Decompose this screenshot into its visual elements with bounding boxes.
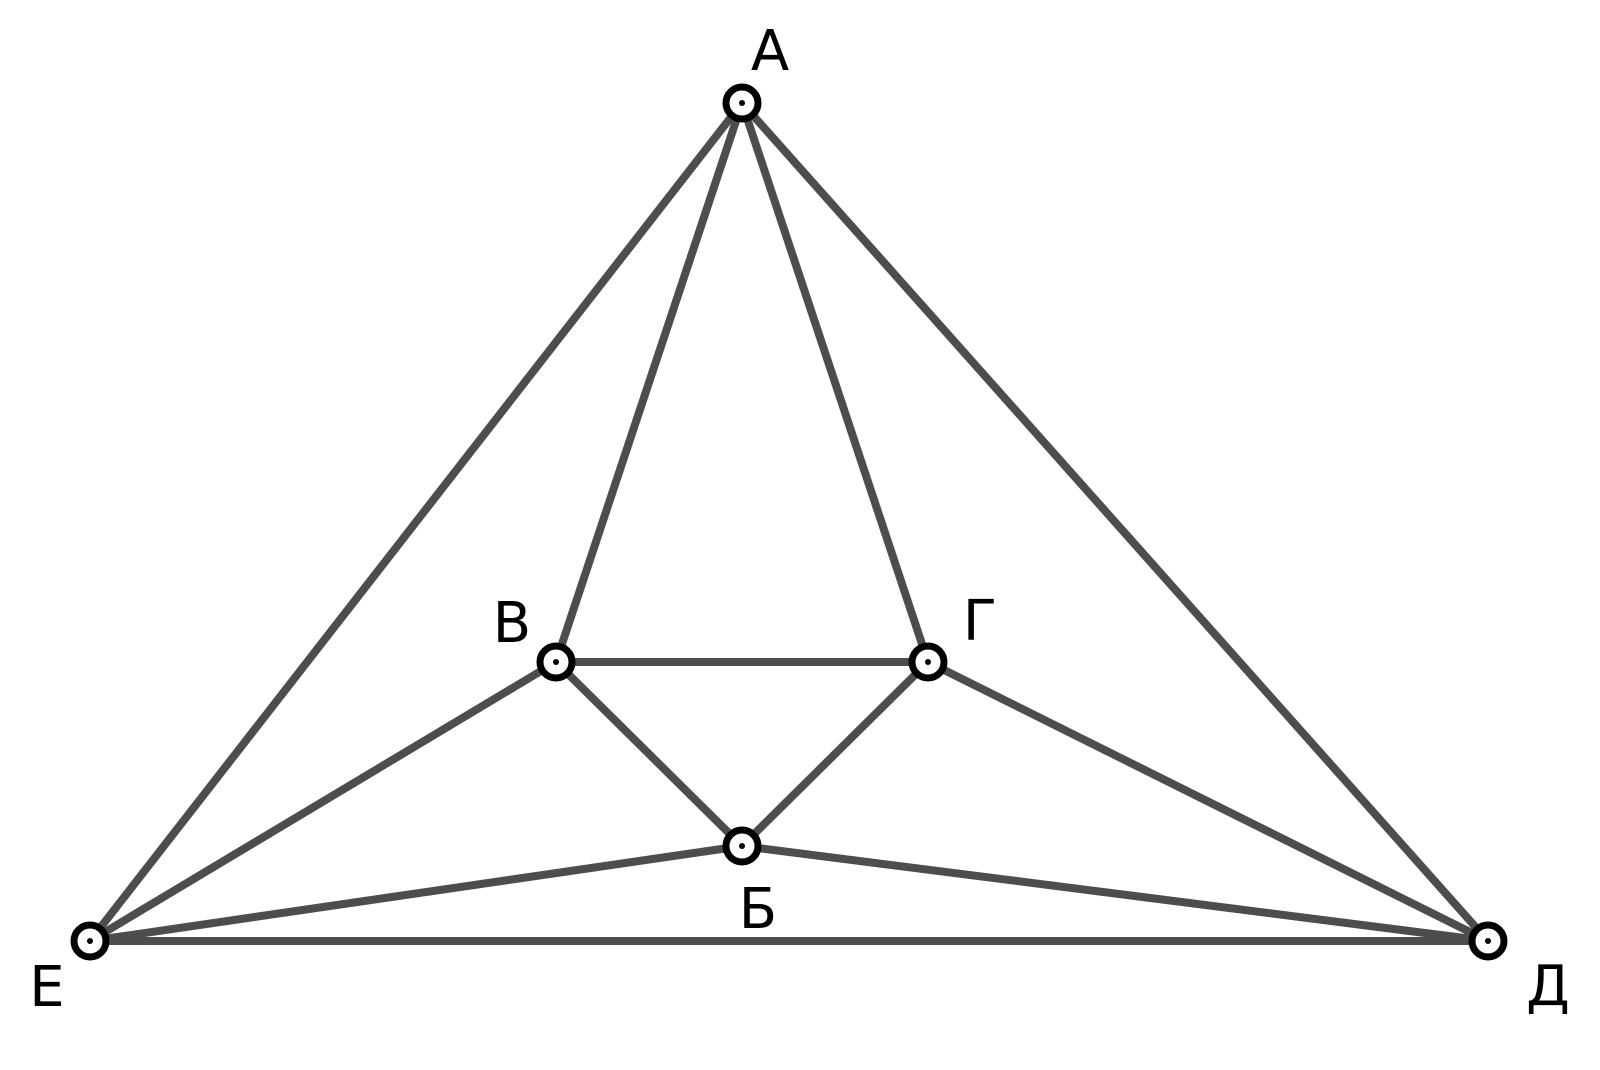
edge-a-d: [738, 99, 1492, 945]
vertex-a: [722, 83, 762, 123]
edge-v-e: [86, 658, 560, 945]
vertices-layer: [70, 83, 1508, 961]
vertex-v: [536, 642, 576, 682]
vertex-g: [908, 642, 948, 682]
vertex-center-dot: [739, 100, 745, 106]
edges-layer: [86, 99, 1492, 945]
labels-layer: А Б В Г Д Е: [29, 19, 1570, 1020]
vertex-label-e: Е: [29, 955, 64, 1020]
edge-a-g: [738, 99, 932, 666]
vertex-b: [722, 826, 762, 866]
vertex-center-dot: [925, 659, 931, 665]
vertex-d: [1468, 921, 1508, 961]
vertex-center-dot: [739, 843, 745, 849]
vertex-label-d: Д: [1526, 954, 1570, 1019]
vertex-label-v: В: [493, 591, 531, 656]
vertex-center-dot: [87, 938, 93, 944]
vertex-label-g: Г: [963, 589, 997, 654]
vertex-label-a: А: [751, 19, 789, 84]
vertex-label-b: Б: [739, 877, 777, 942]
vertex-e: [70, 921, 110, 961]
edge-g-d: [924, 658, 1492, 945]
edge-a-v: [552, 99, 746, 666]
edge-a-e: [86, 99, 746, 945]
edge-v-b: [552, 658, 746, 850]
edge-b-d: [738, 842, 1492, 945]
vertex-center-dot: [553, 659, 559, 665]
vertex-center-dot: [1485, 938, 1491, 944]
edge-g-b: [738, 658, 932, 850]
edge-b-e: [86, 842, 746, 945]
